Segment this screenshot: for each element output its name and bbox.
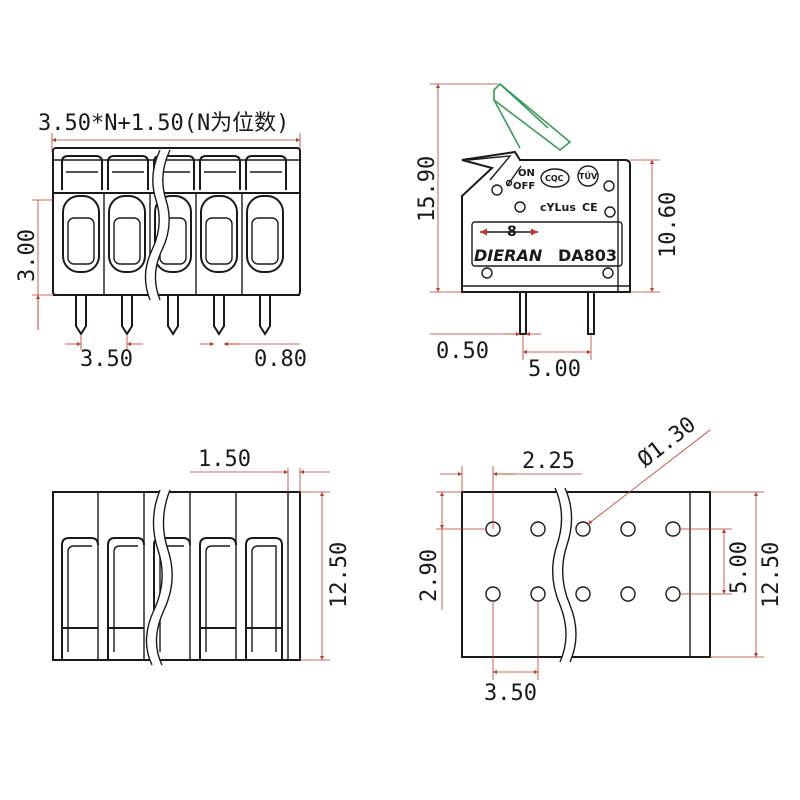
- brand-text: DIERAN: [474, 246, 543, 265]
- top-depth-dim-label: 12.50: [327, 542, 352, 608]
- front-wire-entries: [62, 193, 284, 295]
- pcb-hole: [575, 586, 591, 602]
- pcb-layout: 2.25 Ø1.30 2.90 5.00 12.50 3.50: [417, 412, 784, 706]
- model-text: DA803: [558, 246, 617, 265]
- pcb-holes: [485, 521, 681, 602]
- pcb-hole: [485, 586, 501, 602]
- cqc-mark: CQC: [540, 168, 570, 188]
- total-height-dim-label: 15.90: [415, 156, 440, 222]
- pcb-hole: [575, 521, 591, 537]
- pcb-hole: [620, 586, 636, 602]
- pcb-hole: [620, 521, 636, 537]
- front-pins: [75, 295, 271, 336]
- pcb-hole: [530, 586, 546, 602]
- tuv-mark: TÜV: [577, 165, 599, 187]
- pin-spacing-dim-label: 5.00: [528, 357, 581, 382]
- tuv-label: TÜV: [579, 171, 598, 181]
- pcb-hole: [665, 521, 681, 537]
- row-spacing-dim-label: 5.00: [727, 541, 752, 594]
- front-break-symbol: [144, 149, 171, 301]
- offset-dim-label: 2.25: [522, 449, 575, 474]
- ce-mark: CE: [582, 201, 598, 214]
- pitch-dim-label: 3.50: [80, 347, 133, 372]
- pin-width-dim-label: 0.80: [254, 347, 307, 372]
- pin-thickness-dim-label: 0.50: [436, 339, 489, 364]
- height-dim-label: 3.00: [15, 229, 40, 282]
- open-lever: [493, 82, 572, 152]
- on-off-marking: ON OFF: [505, 165, 535, 192]
- ul-mark: cΥLus: [540, 201, 576, 214]
- on-label: ON: [518, 168, 535, 179]
- arrow-label: 8: [507, 224, 517, 240]
- pcb-break-symbol: [552, 487, 577, 663]
- pcb-pitch-dim-label: 3.50: [484, 681, 537, 706]
- formula-label: 3.50*N+1.50(N为位数): [38, 111, 289, 136]
- top-break-symbol: [145, 489, 173, 666]
- body-height-dim-label: 10.60: [656, 192, 681, 258]
- front-view: 3.50*N+1.50(N为位数): [15, 111, 307, 372]
- pcb-hole: [665, 586, 681, 602]
- pcb-hole: [530, 521, 546, 537]
- row-offset-dim-label: 2.90: [417, 549, 442, 602]
- side-view: ON OFF CQC TÜV cΥLus CE 8 DIERAN DA803 1…: [415, 82, 681, 382]
- edge-dim-label: 1.50: [198, 447, 251, 472]
- hole-diameter-dim-label: Ø1.30: [633, 412, 701, 472]
- pcb-depth-dim-label: 12.50: [759, 542, 784, 608]
- front-lever-tops: [61, 155, 287, 190]
- top-view: 1.50 12.50: [52, 447, 352, 666]
- off-label: OFF: [513, 181, 535, 192]
- cqc-label: CQC: [545, 174, 564, 183]
